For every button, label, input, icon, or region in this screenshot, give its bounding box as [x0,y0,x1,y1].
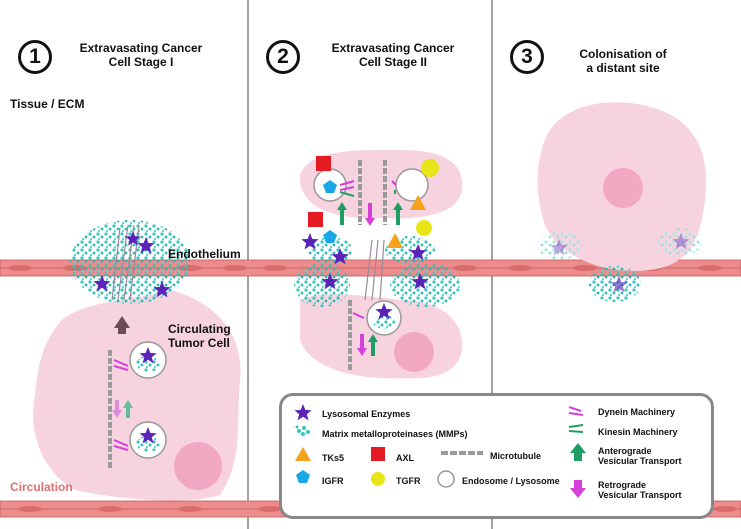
tks5-triangle [410,195,426,210]
panel-3-title: Colonisation of a distant site [558,47,688,75]
panel-1-number: 1 [18,40,52,74]
mmp-cluster [70,220,190,304]
legend-anterograde-line1: Anterograde [598,446,652,456]
legend-microtubule: Microtubule [490,451,541,461]
legend-retrograde: Retrograde Vesicular Transport [598,480,682,500]
vesicle-icon [437,470,455,488]
panel-3-number: 3 [510,40,544,74]
nucleus [394,332,434,372]
panel-3-scene [537,102,707,302]
kinesin-icon [568,424,584,433]
mmp-cluster-right [390,263,460,307]
panel-1-title-line2: Cell Stage I [108,55,174,69]
panel-2-title-line1: Extravasating Cancer [331,41,455,55]
legend-retrograde-line1: Retrograde [598,480,647,490]
nucleus [603,168,643,208]
ctc-label-line1: Circulating [168,322,231,336]
panel-3-title-line1: Colonisation of [579,47,667,61]
endothelium-label: Endothelium [168,247,241,261]
tgfr-receptor [416,220,432,236]
ctc-label-line2: Tumor Cell [168,336,230,350]
arrow-up-icon [570,443,586,461]
legend-anterograde-line2: Vesicular Transport [598,456,682,466]
tgfr-receptor [421,159,439,177]
axl-receptor [316,156,331,171]
upward-arrow [114,316,130,334]
circle-icon [371,472,385,486]
mmp-cluster-icon [295,425,310,436]
legend-tgfr: TGFR [396,476,421,486]
panel-1-title: Extravasating Cancer Cell Stage I [66,41,216,69]
panel-3-title-line2: a distant site [586,61,660,75]
legend-retrograde-line2: Vesicular Transport [598,490,682,500]
mmp-cluster-left [294,263,350,307]
triangle-icon [295,447,311,461]
igfr-receptor [323,230,337,243]
microtubule-bundle [111,224,140,301]
igfr-receptor [323,180,337,193]
legend-igfr: IGFR [322,476,344,486]
panel-2-title: Extravasating Cancer Cell Stage II [318,41,468,69]
panel-2-number: 2 [266,40,300,74]
legend-icons [294,404,586,498]
legend-endosome: Endosome / Lysosome [462,476,560,486]
legend-tks5: TKs5 [322,453,345,463]
square-icon [371,447,385,461]
pentagon-icon [296,470,310,483]
nucleus [174,442,222,490]
transport-arrows [112,400,133,418]
arrow-down-icon [570,480,586,498]
dynein-machinery [113,359,129,451]
star-icon [294,404,312,421]
panel-2-scene [294,149,463,379]
circulation-label: Circulation [10,480,73,494]
legend-kinesin: Kinesin Machinery [598,427,678,437]
legend-dynein: Dynein Machinery [598,407,676,417]
legend-axl: AXL [396,453,414,463]
ctc-label: Circulating Tumor Cell [168,322,231,350]
tissue-ecm-label: Tissue / ECM [10,97,85,111]
panel-1-title-line1: Extravasating Cancer [79,41,203,55]
panel-1-scene [33,220,241,501]
dynein-icon [568,406,584,416]
panel-2-title-line2: Cell Stage II [358,55,428,69]
legend-lysosomal: Lysosomal Enzymes [322,409,411,419]
axl-receptor [308,212,323,227]
legend-box: Lysosomal Enzymes Matrix metalloproteina… [279,393,714,519]
legend-anterograde: Anterograde Vesicular Transport [598,446,682,466]
tks5-triangle [387,233,403,248]
legend-mmp: Matrix metalloproteinases (MMPs) [322,429,468,439]
